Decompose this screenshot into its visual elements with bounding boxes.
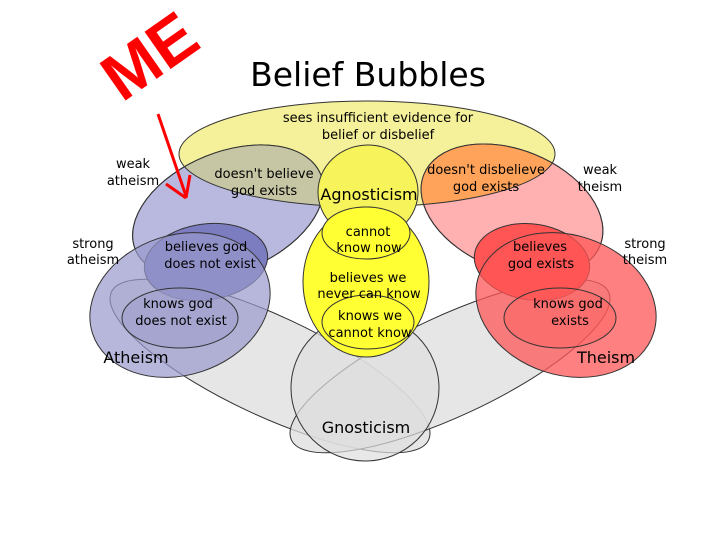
- insufficient-evidence-label-1: sees insufficient evidence for: [283, 111, 474, 126]
- cannot-know-now-bubble: [321, 206, 411, 260]
- doesnt-believe-label-1: doesn't believe: [214, 167, 313, 182]
- atheism-label: Atheism: [103, 348, 168, 367]
- weak-theism-label-1: weak: [583, 163, 618, 178]
- knows-not-exist-label-2: does not exist: [135, 314, 226, 329]
- knows-cannot-know-label-2: cannot know: [328, 326, 411, 341]
- knows-not-exist-label-1: knows god: [143, 297, 213, 312]
- page-title: Belief Bubbles: [250, 55, 486, 94]
- gnosticism-label: Gnosticism: [322, 418, 411, 437]
- strong-atheism-label-1: strong: [72, 237, 113, 252]
- doesnt-believe-label-2: god exists: [231, 184, 298, 199]
- doesnt-disbelieve-label-1: doesn't disbelieve: [427, 163, 545, 178]
- red-arrow-icon: [156, 113, 192, 200]
- insufficient-evidence-label-2: belief or disbelief: [322, 128, 435, 143]
- strong-theism-label-1: strong: [624, 237, 665, 252]
- believes-not-exist-label-2: does not exist: [164, 257, 255, 272]
- me-annotation: ME: [88, 0, 212, 114]
- knows-exists-label-1: knows god: [533, 297, 603, 312]
- knows-cannot-know-label-1: knows we: [338, 309, 402, 324]
- theism-label: Theism: [576, 348, 635, 367]
- doesnt-disbelieve-label-2: god exists: [453, 180, 520, 195]
- weak-atheism-label-2: atheism: [107, 174, 159, 189]
- strong-atheism-label-2: atheism: [67, 253, 119, 268]
- knows-not-exist-bubble: [121, 287, 239, 349]
- agnosticism-label: Agnosticism: [320, 185, 417, 204]
- never-can-know-label-1: believes we: [330, 271, 407, 286]
- knows-exists-label-2: exists: [551, 314, 589, 329]
- believes-exists-label-2: god exists: [508, 257, 575, 272]
- strong-theism-label-2: theism: [623, 253, 667, 268]
- theism-bubble: [475, 232, 657, 378]
- believes-exists-label-1: believes: [513, 240, 567, 255]
- knows-cannot-know-bubble: [321, 294, 415, 350]
- knows-exists-bubble: [503, 287, 617, 349]
- never-can-know-label-2: never can know: [317, 287, 421, 302]
- weak-atheism-label-1: weak: [116, 157, 151, 172]
- believes-not-exist-label-1: believes god: [165, 240, 248, 255]
- weak-theism-label-2: theism: [578, 180, 622, 195]
- cannot-know-now-label-1: cannot: [346, 225, 391, 240]
- cannot-know-now-label-2: know now: [336, 241, 402, 256]
